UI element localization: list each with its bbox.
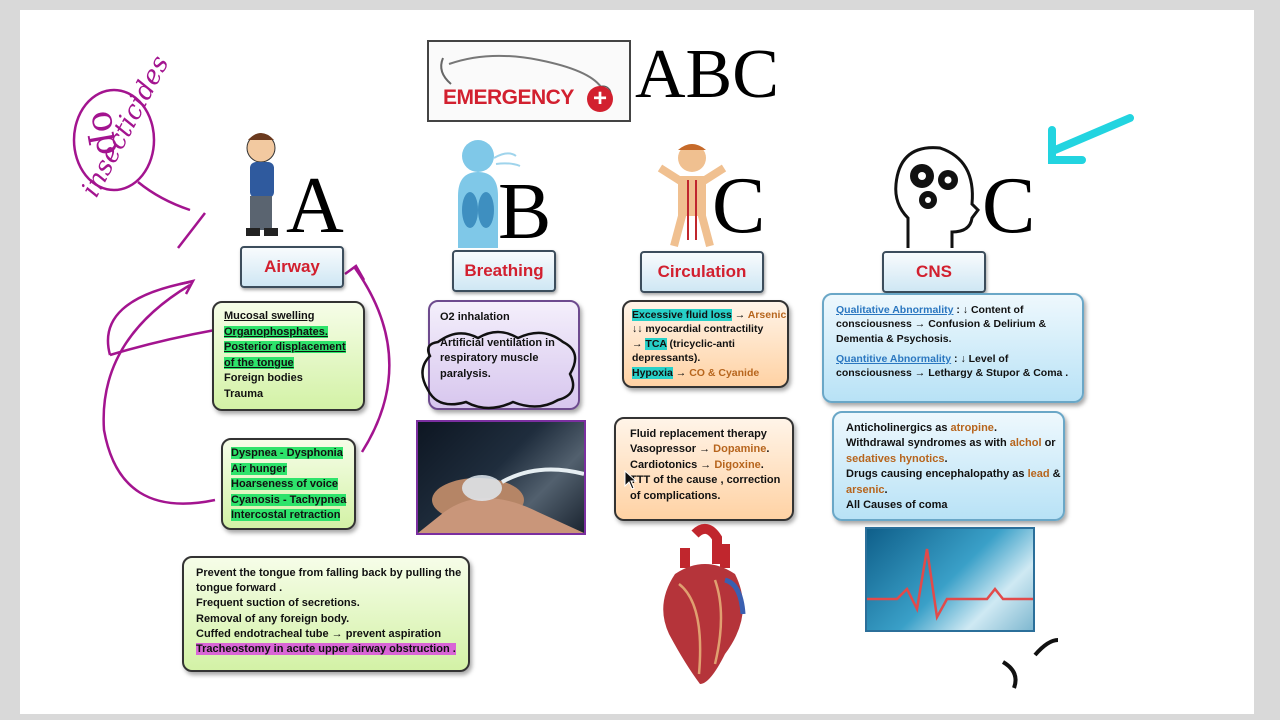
cns-quantitive-label: Quantitive Abnormality [836,352,952,365]
letter-c-circulation: C [712,162,766,250]
page-title: ABC [635,36,779,113]
breathing-o2: O2 inhalation [440,311,510,323]
heart-illustration [663,523,746,684]
cns-abnormality-box: Qualitative Abnormality : ↓ Content of c… [822,293,1084,403]
airway-mgmt-6: Tracheostomy in acute upper airway obstr… [196,642,456,655]
circ-cause-hypoxia: Hypoxia [632,366,673,379]
emergency-logo: EMERGENCY + [427,40,631,122]
airway-sign-2: Air hunger [231,462,287,475]
airway-mgmt-5: Cuffed endotracheal tube → prevent aspir… [196,627,442,640]
head-gears-icon [894,146,980,248]
airway-sign-4: Cyanosis - Tachypnea [231,493,347,506]
cns-sedatives: sedatives hynotics [846,452,945,465]
airway-cause-4: of the tongue [224,356,294,369]
label-breathing: Breathing [452,250,556,292]
ecg-line-icon [867,548,1033,621]
airway-management-box: Prevent the tongue from falling back by … [182,556,470,672]
patient-with-mask-icon [418,467,584,533]
airway-cause-1: Mucosal swelling [224,310,315,322]
cns-qualitative-label: Qualitative Abnormality [836,304,954,316]
airway-sign-3: Hoarseness of voice [231,478,338,491]
airway-cause-3: Posterior displacement [224,341,346,354]
letter-a: A [286,162,344,250]
breathing-box: O2 inhalation Artificial ventilation in … [428,300,580,410]
circ-cause-fluid-loss: Excessive fluid loss [632,309,732,321]
mouse-cursor-icon [624,469,638,490]
letter-b: B [498,168,552,256]
circulation-causes-box: Excessive fluid loss → Arsenic ↓↓ myocar… [622,300,789,388]
airway-signs-box: Dyspnea - Dysphonia Air hunger Hoarsenes… [221,438,356,530]
airway-causes-box: Mucosal swelling Organophosphates. Poste… [212,301,365,411]
cns-qual-line-3: Dementia & Psychosis. [836,332,952,345]
label-airway: Airway [240,246,344,288]
icu-monitor-photo [865,527,1035,632]
airway-sign-1: Dyspnea - Dysphonia [231,447,343,459]
airway-mgmt-2: tongue forward . [196,582,283,595]
emergency-logo-text: EMERGENCY [443,86,574,109]
choking-person-illustration [246,133,278,236]
circ-mgmt-fluid: Fluid replacement therapy [630,428,767,440]
circ-cause-co-cyanide: CO & Cyanide [689,366,760,379]
airway-mgmt-4: Removal of any foreign body. [196,612,350,625]
oxygen-mask-photo [416,420,586,535]
cns-quant-line-2: consciousness → Lethargy & Stupor & Coma… [836,367,1069,380]
breathing-vent-2: respiratory muscle [440,352,539,365]
breathing-vent-1: Artificial ventilation in [440,336,555,349]
airway-mgmt-3: Frequent suction of secretions. [196,597,360,610]
letter-c-cns: C [982,162,1036,250]
cns-qual-line-2: consciousness → Confusion & Delirium & [836,318,1047,331]
circ-cause-tca: TCA [645,337,667,350]
cns-arsenic: arsenic [846,483,885,496]
airway-sign-5: Intercostal retraction [231,509,341,522]
circ-cause-depressants: depressants). [632,352,701,365]
airway-cause-2: Organophosphates. [224,325,328,338]
cns-lead: lead [1027,468,1050,481]
circ-mgmt-complications: of complications. [630,489,721,502]
red-cross-icon: + [587,86,613,112]
circ-mgmt-ttt: TTT of the cause , correction [630,474,781,487]
airway-cause-6: Trauma [224,388,264,401]
pen-cloud-scribble [421,330,577,410]
lungs-figure-illustration [458,140,521,248]
label-circulation: Circulation [640,251,764,293]
cns-atropine: atropine [950,422,994,434]
breathing-vent-3: paralysis. [440,367,491,380]
cns-all-causes: All Causes of coma [846,498,948,511]
airway-mgmt-1: Prevent the tongue from falling back by … [196,567,462,579]
circ-mgmt-dopamine: Dopamine [713,443,767,456]
circ-mgmt-digoxine: Digoxine [714,458,761,471]
cns-causes-box: Anticholinergics as atropine. Withdrawal… [832,411,1065,521]
airway-cause-5: Foreign bodies [224,372,303,385]
circ-cause-myocardial: ↓↓ myocardial contractility [632,323,764,336]
circulation-management-box: Fluid replacement therapy Vasopressor → … [614,417,794,521]
circulatory-system-figure-illustration [657,144,727,248]
label-cns: CNS [882,251,986,293]
circ-cause-arsenic: Arsenic [747,309,787,321]
cns-alchol: alchol [1009,437,1042,450]
